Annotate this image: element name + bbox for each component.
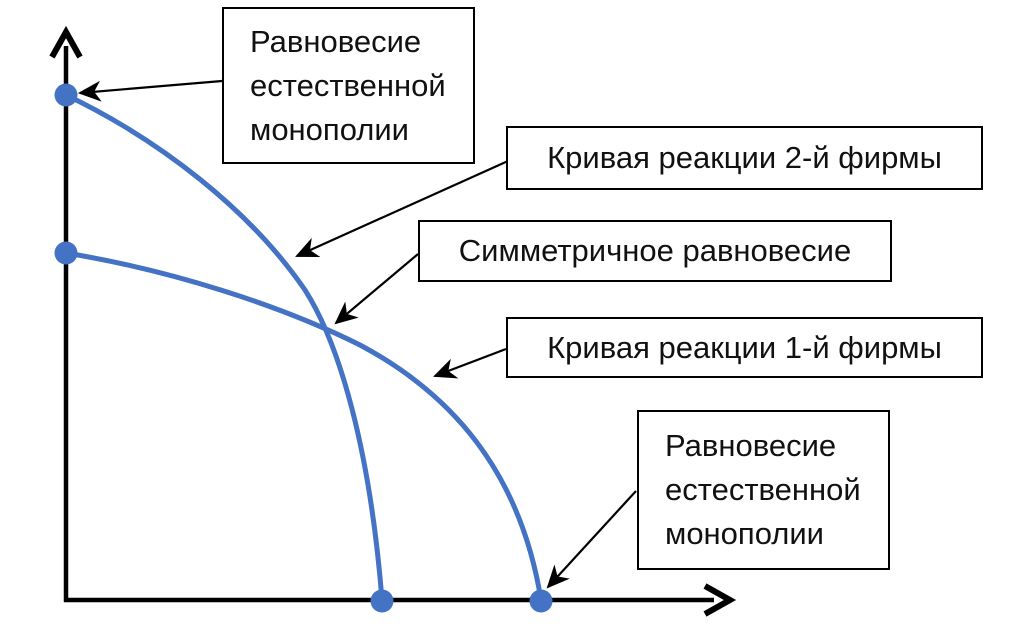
label-text: Кривая реакции 2-й фирмы — [547, 140, 942, 175]
label-box-natural-monopoly-bottom: Равновесие естественной монополии — [637, 410, 890, 570]
arrow-to-symmetric-equilibrium — [334, 253, 419, 325]
label-line: Равновесие — [250, 23, 422, 59]
label-line: естественной — [250, 67, 446, 103]
arrow-to-firm1-curve — [433, 347, 507, 379]
label-text: Кривая реакции 1-й фирмы — [547, 329, 942, 365]
firm1-y-intercept-point — [54, 241, 78, 265]
label-line: монополии — [665, 516, 824, 551]
label-box-natural-monopoly-top: Равновесие естественной монополии — [222, 7, 475, 164]
label-text: Симметричное равновесие — [458, 233, 852, 268]
reaction-curve-firm1 — [63, 250, 544, 603]
firm2-x-intercept-point — [370, 589, 394, 613]
label-box-reaction-curve-firm2: Кривая реакции 2-й фирмы — [506, 126, 983, 190]
y-axis-arrowhead-icon — [49, 25, 83, 59]
label-box-reaction-curve-firm1: Кривая реакции 1-й фирмы — [506, 317, 983, 378]
arrow-to-top-monopoly-point — [77, 79, 223, 102]
arrow-to-bottom-monopoly-point — [546, 490, 637, 589]
firm1-x-intercept-point — [529, 589, 553, 613]
label-line: монополии — [250, 111, 409, 147]
label-line: естественной — [665, 472, 861, 507]
label-box-symmetric-equilibrium: Симметричное равновесие — [418, 220, 892, 282]
x-axis-arrowhead-icon — [703, 583, 737, 617]
firm2-y-intercept-point — [54, 83, 78, 107]
arrow-to-firm2-curve — [295, 159, 509, 258]
reaction-curve-firm2 — [63, 92, 385, 603]
label-line: Равновесие — [665, 428, 837, 463]
